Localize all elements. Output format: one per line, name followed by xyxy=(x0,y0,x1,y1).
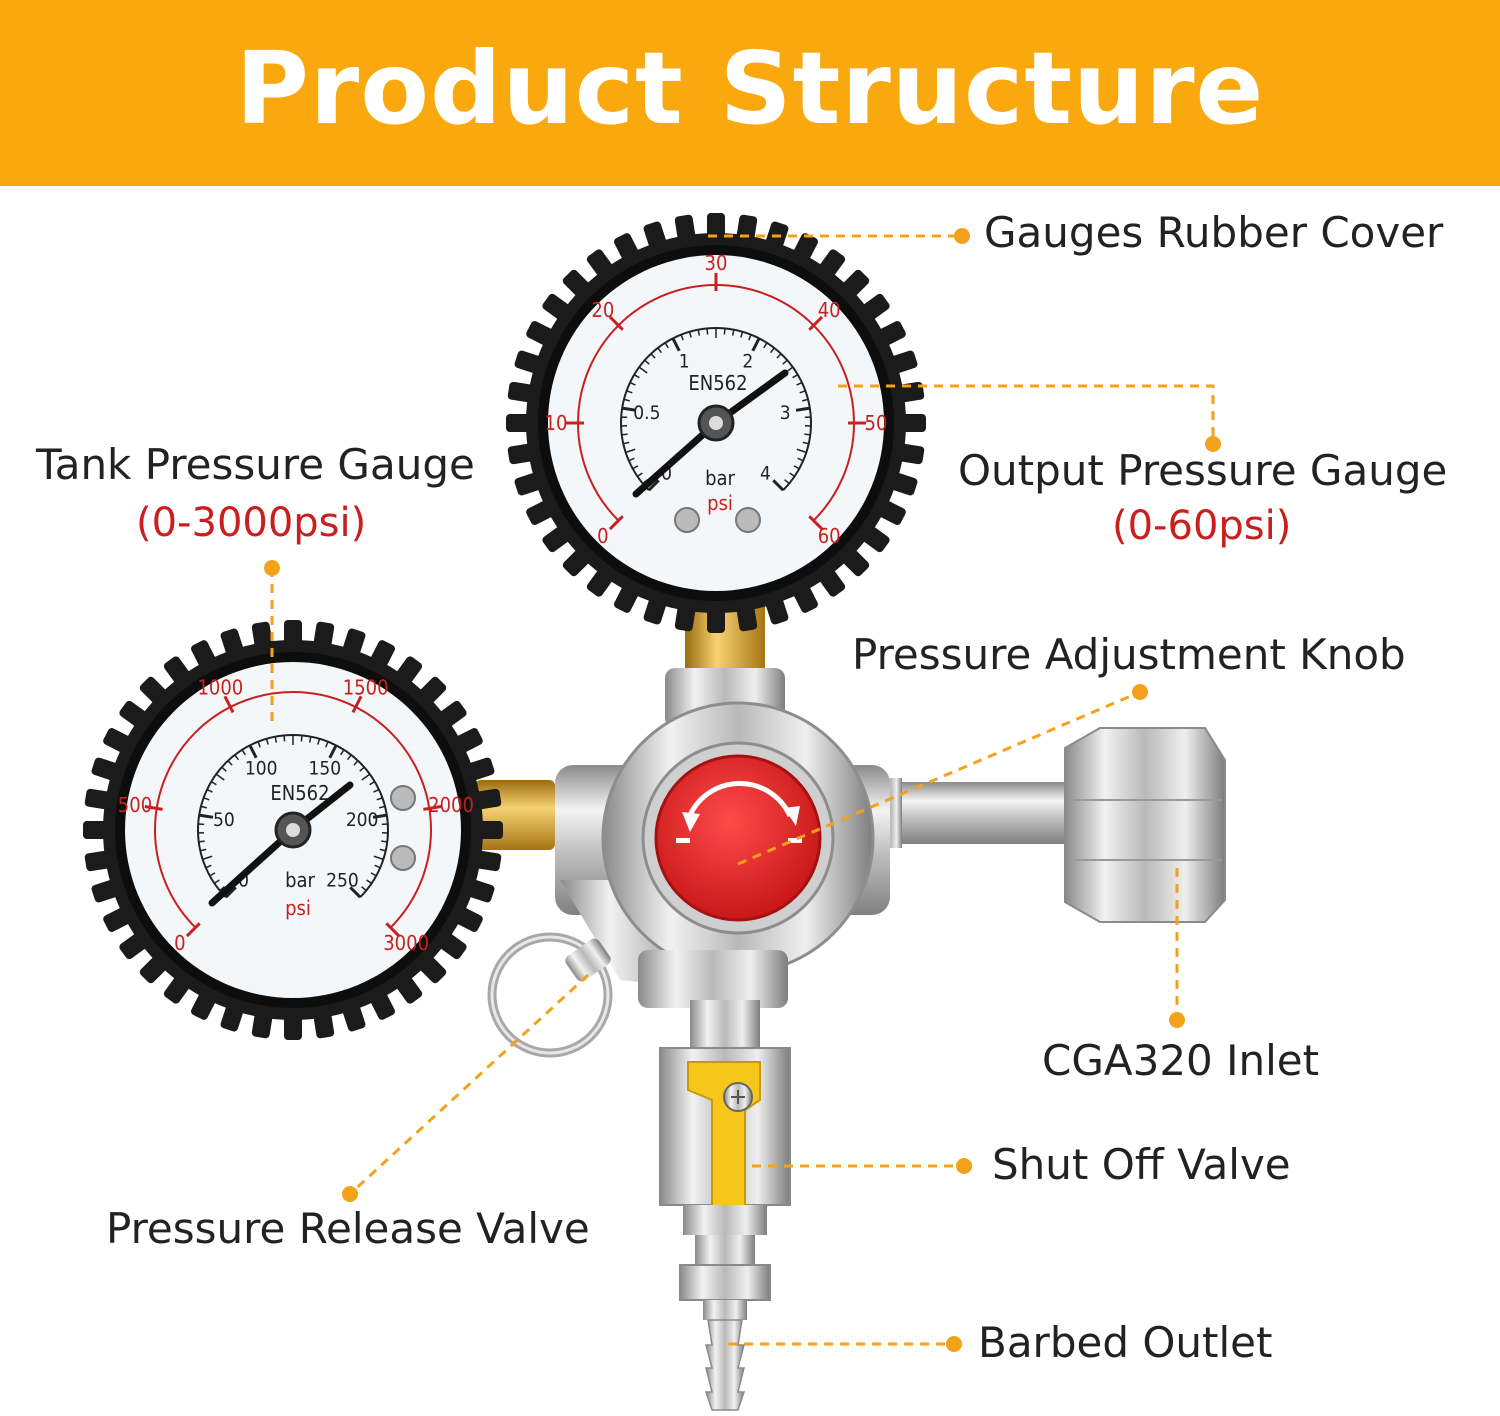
tank-gauge-psi-tick-label: 3000 xyxy=(383,931,429,955)
tank-gauge-psi-tick-label: 2000 xyxy=(428,793,474,817)
output-gauge-psi-tick-label: 50 xyxy=(865,411,888,435)
tank-pressure-gauge: 0 500 1000 1500 2000 3000 0 50 100 150 200 250 EN56… xyxy=(83,620,503,1040)
tank-gauge-bar-tick-label: 50 xyxy=(213,809,235,831)
output-gauge-bar-tick-label: 1 xyxy=(679,351,690,373)
output-gauge-bar-tick-label: 2 xyxy=(742,351,753,373)
pressure-adjustment-knob[interactable] xyxy=(641,741,835,935)
leader-dot xyxy=(1169,1012,1185,1028)
tank-gauge-psi-tick-label: 500 xyxy=(118,793,152,817)
cga320-inlet-fitting xyxy=(880,727,1226,923)
output-gauge-bar-tick-label: 0.5 xyxy=(633,402,660,424)
label-output-pressure-gauge: Output Pressure Gauge xyxy=(958,446,1448,495)
pressure-release-valve[interactable] xyxy=(487,932,613,1058)
output-gauge-psi-tick-label: 20 xyxy=(591,298,614,322)
tank-gauge-model: EN562 xyxy=(270,781,329,805)
title-banner: Product Structure xyxy=(0,0,1500,186)
output-gauge-psi-tick-label: 60 xyxy=(818,524,841,548)
tank-gauge-bar-tick-label: 150 xyxy=(308,758,341,780)
leader-dot xyxy=(1205,436,1221,452)
tank-gauge-unit-bar: bar xyxy=(285,868,315,892)
output-gauge-psi-tick-label: 0 xyxy=(597,524,608,548)
label-cga320-inlet: CGA320 Inlet xyxy=(1042,1036,1320,1085)
tank-gauge-bar-tick-label: 0 xyxy=(238,869,249,891)
tank-gauge-psi-tick-label: 1500 xyxy=(343,675,389,699)
output-gauge-screw-icon xyxy=(674,507,700,533)
page-title: Product Structure xyxy=(235,29,1265,147)
leader-pressure-adjustment-knob xyxy=(737,690,1141,866)
tank-gauge-screw-icon xyxy=(390,845,416,871)
output-gauge-unit-bar: bar xyxy=(705,466,735,490)
leader-pressure-release-valve xyxy=(348,973,590,1196)
tank-gauge-bar-tick-label: 250 xyxy=(326,869,359,891)
leader-dot xyxy=(956,1158,972,1174)
output-gauge-unit-psi: psi xyxy=(707,491,733,515)
output-gauge-psi-tick-label: 30 xyxy=(705,251,728,275)
leader-dot xyxy=(342,1186,358,1202)
tank-gauge-psi-tick-label: 0 xyxy=(174,931,185,955)
output-gauge-bar-tick-label: 4 xyxy=(760,462,771,484)
label-pressure-release-valve: Pressure Release Valve xyxy=(106,1204,590,1253)
leader-dot xyxy=(954,228,970,244)
tank-gauge-bar-tick-label: 100 xyxy=(245,758,278,780)
tank-gauge-bar-tick-label: 200 xyxy=(346,809,379,831)
label-tank-pressure-range: (0-3000psi) xyxy=(136,500,367,546)
output-gauge-psi-tick-label: 10 xyxy=(545,411,568,435)
tank-gauge-unit-psi: psi xyxy=(285,896,311,920)
output-gauge-model: EN562 xyxy=(688,371,747,395)
tank-gauge-psi-tick-label: 1000 xyxy=(197,675,243,699)
leader-dot xyxy=(264,560,280,576)
label-tank-pressure-gauge: Tank Pressure Gauge xyxy=(36,440,475,489)
label-pressure-adjustment-knob: Pressure Adjustment Knob xyxy=(852,630,1406,679)
label-gauges-rubber-cover: Gauges Rubber Cover xyxy=(984,208,1444,257)
output-gauge-screw-icon xyxy=(735,507,761,533)
label-barbed-outlet: Barbed Outlet xyxy=(978,1318,1273,1367)
leader-dot xyxy=(1132,684,1148,700)
leader-dot xyxy=(946,1336,962,1352)
shut-off-valve[interactable] xyxy=(659,1020,791,1216)
output-pressure-gauge: 0 10 20 30 40 50 60 0 0.5 1 2 3 4 EN562 bar psi xyxy=(506,213,926,633)
tank-gauge-screw-icon xyxy=(390,785,416,811)
label-output-pressure-range: (0-60psi) xyxy=(1112,503,1292,549)
barbed-outlet xyxy=(679,1205,771,1411)
label-shut-off-valve: Shut Off Valve xyxy=(992,1140,1291,1189)
output-gauge-bar-tick-label: 3 xyxy=(780,402,791,424)
leader-output-pressure-gauge xyxy=(838,384,1215,444)
output-gauge-bar-tick-label: 0 xyxy=(661,462,672,484)
output-gauge-psi-tick-label: 40 xyxy=(818,298,841,322)
